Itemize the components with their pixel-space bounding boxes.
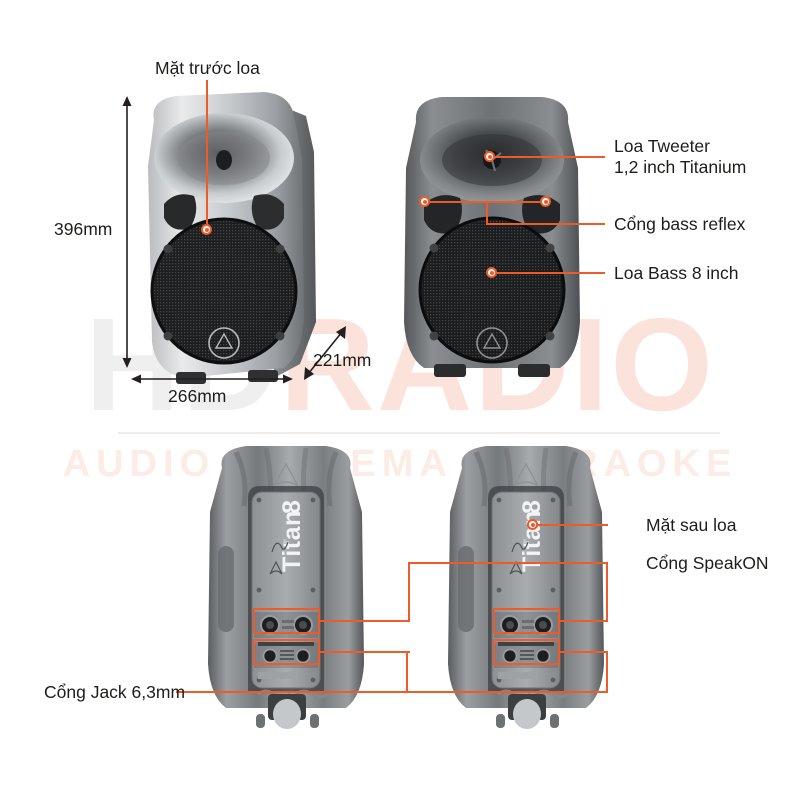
callout-line-bass-reflex-out [486,223,605,225]
svg-text:8: 8 [278,500,306,514]
speaker-front-angled [124,86,334,386]
dimension-width-arrow [131,372,293,386]
svg-text:8: 8 [518,500,546,514]
callout-label-woofer: Loa Bass 8 inch [614,263,739,283]
watermark-subtitle: AUDIO - CINEMA - KARAOKE [62,443,738,485]
callout-dot-front-face [201,224,212,235]
callout-label-tweeter-line1: Loa Tweeter [614,136,710,156]
callout-dot-bass-reflex-left [419,196,430,207]
callout-line-rear-face [538,524,608,526]
section-divider [118,432,720,434]
callout-line-speakon-join [606,562,608,622]
callout-line-bass-reflex-drop [486,201,488,225]
callout-line-speakon-top [408,562,608,564]
highlight-jack-left [253,639,320,665]
callout-line-speakon-riser [408,562,410,622]
callout-label-rear-face: Mặt sau loa [646,515,737,535]
callout-line-speakon-left [320,620,410,622]
callout-dot-woofer [486,267,497,278]
dimension-height-label: 396mm [54,219,113,239]
callout-line-bass-reflex-left [430,201,488,203]
highlight-jack-right [493,639,560,665]
callout-line-jack-bottom [176,691,608,693]
callout-label-tweeter-line2: 1,2 inch Titanium [614,157,747,178]
svg-text:™: ™ [523,539,530,546]
callout-label-speakon: Cổng SpeakON [646,553,769,573]
callout-line-tweeter [495,156,605,158]
callout-line-jack-right [560,651,608,653]
callout-line-jack-drop-right [606,651,608,693]
highlight-speakon-left [253,608,320,634]
callout-line-speakon-right [560,620,608,622]
svg-text:Titan: Titan [278,510,306,572]
callout-dot-rear-face [527,519,538,530]
callout-line-bass-reflex-right [486,201,542,203]
callout-dot-tweeter [484,151,495,162]
callout-label-jack: Cổng Jack 6,3mm [44,682,186,702]
callout-label-tweeter: Loa Tweeter 1,2 inch Titanium [614,136,746,179]
speaker-rear-right: Titan 8 ™ [436,442,616,730]
speaker-front-straight [394,92,590,384]
dimension-height-arrow [120,96,134,368]
callout-line-woofer [497,272,605,274]
svg-text:™: ™ [283,539,290,546]
callout-line-jack-drop-left [406,651,408,693]
speaker-rear-left: Titan 8 ™ [196,442,376,730]
dimension-depth-label: 221mm [313,350,372,370]
dimension-depth-arrow [296,322,352,384]
callout-label-bass-reflex: Cổng bass reflex [614,214,746,234]
dimension-width-label: 266mm [168,386,227,406]
callout-line-jack-left [320,651,410,653]
callout-line-front-face [206,80,208,228]
highlight-speakon-right [493,608,560,634]
callout-label-front-face: Mặt trước loa [155,58,260,78]
